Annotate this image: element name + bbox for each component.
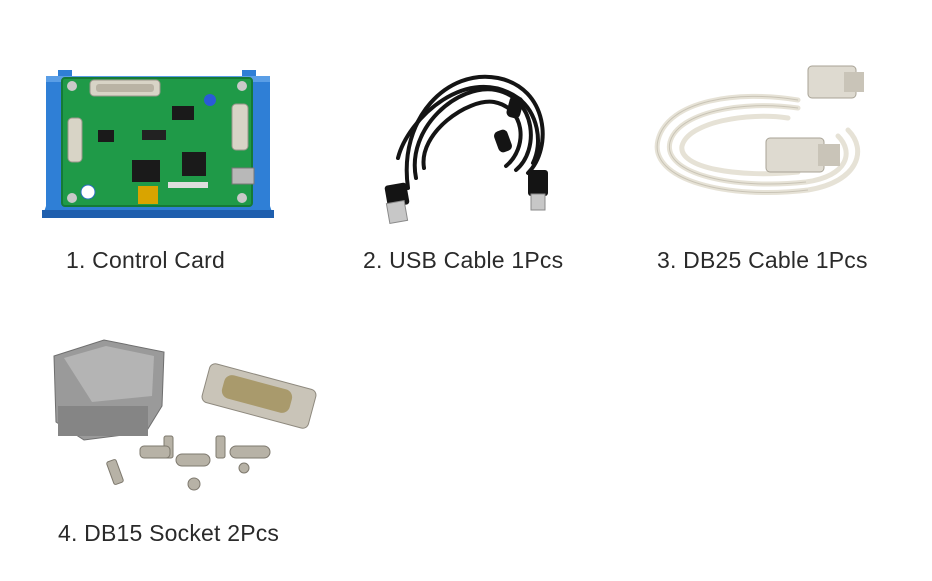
db15-socket-image	[44, 336, 324, 496]
caption-db15-socket: 4. DB15 Socket 2Pcs	[58, 520, 280, 546]
db15-socket-icon	[53, 339, 317, 491]
usb-cable-image	[378, 58, 558, 228]
usb-cable-icon	[384, 74, 548, 224]
caption-control-card: 1. Control Card	[66, 247, 225, 273]
caption-usb-cable: 2. USB Cable 1Pcs	[363, 247, 564, 273]
caption-db25-cable: 3. DB25 Cable 1Pcs	[657, 247, 868, 273]
db25-cable-image	[648, 60, 878, 220]
control-card-image	[42, 70, 274, 220]
control-card-icon	[42, 70, 274, 218]
db25-cable-icon	[654, 65, 864, 195]
